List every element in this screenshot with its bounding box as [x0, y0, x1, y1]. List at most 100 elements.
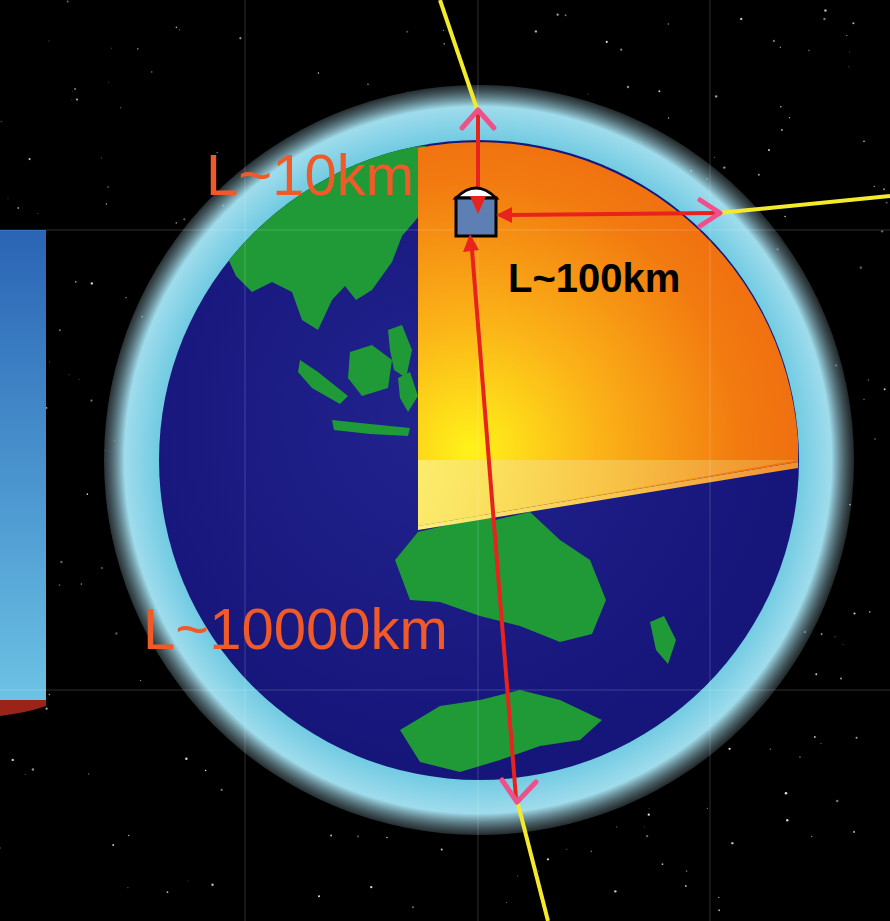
star [780, 47, 781, 48]
star [0, 847, 1, 848]
star [860, 266, 863, 269]
star [884, 388, 886, 390]
star [815, 673, 817, 675]
star [566, 848, 568, 850]
star [627, 86, 629, 88]
earth-interior [418, 142, 798, 526]
star [167, 891, 169, 893]
star [125, 297, 127, 299]
star [406, 31, 408, 33]
star [731, 842, 733, 844]
star [856, 737, 858, 739]
star [318, 895, 320, 897]
star [869, 611, 871, 613]
continent-sulawesi [398, 372, 418, 412]
star [221, 789, 223, 791]
star [820, 743, 821, 744]
star [69, 374, 70, 375]
star [386, 837, 388, 839]
star [836, 800, 839, 803]
star [28, 158, 30, 160]
star [506, 901, 508, 903]
star [874, 438, 875, 439]
star [590, 850, 592, 852]
star [811, 836, 812, 837]
star [441, 848, 443, 850]
star [840, 678, 842, 680]
continent-sumatra [298, 360, 348, 404]
star [789, 117, 790, 118]
distance-label: L~100km [508, 258, 680, 298]
continent-borneo [348, 345, 392, 396]
star [205, 770, 207, 772]
star [81, 583, 83, 585]
entry-chevrons [462, 110, 720, 802]
continent-philippines [388, 325, 412, 378]
star [443, 43, 445, 45]
atmosphere [104, 85, 854, 835]
star [606, 41, 608, 43]
star [211, 884, 213, 886]
star [111, 47, 113, 49]
star [740, 18, 742, 20]
distance-label: L~10km [206, 146, 414, 204]
star [140, 680, 141, 681]
star [646, 835, 648, 837]
star [835, 636, 836, 637]
star [367, 84, 368, 85]
star [517, 875, 518, 876]
neutrino-paths [472, 114, 716, 798]
star [770, 749, 771, 750]
star [46, 708, 48, 710]
star [12, 759, 14, 761]
star [886, 202, 888, 204]
star [758, 174, 760, 176]
continent-java [332, 420, 410, 436]
star [723, 166, 725, 168]
star [852, 22, 854, 24]
star [91, 282, 93, 284]
star [0, 121, 2, 123]
star [823, 18, 825, 20]
cosmic-ray-tracks [440, 0, 890, 921]
star [874, 186, 875, 187]
star [686, 870, 688, 872]
star [535, 30, 537, 32]
star [59, 329, 61, 331]
star [821, 633, 823, 635]
star [48, 40, 50, 42]
star [60, 561, 62, 563]
continent-new-zealand [650, 616, 676, 664]
star [127, 887, 129, 889]
star [357, 835, 359, 837]
star [547, 858, 549, 860]
star [137, 48, 139, 50]
star [74, 88, 76, 90]
star [588, 93, 589, 94]
star [658, 90, 660, 92]
star [183, 218, 185, 220]
star [685, 885, 687, 887]
star [128, 835, 130, 837]
star [843, 644, 844, 645]
star [565, 14, 567, 16]
star [863, 399, 864, 400]
star [824, 9, 827, 12]
star [59, 584, 61, 586]
star [442, 29, 444, 31]
star [773, 40, 775, 42]
star [643, 826, 645, 828]
star [614, 890, 616, 892]
star [662, 863, 664, 865]
star [7, 198, 9, 200]
star [90, 399, 92, 401]
cutaway-floor [418, 460, 798, 526]
star [715, 95, 717, 97]
star [101, 567, 103, 569]
star [239, 37, 241, 39]
star [814, 736, 816, 738]
star [863, 140, 865, 142]
earth-ocean [159, 140, 799, 780]
star [70, 99, 72, 101]
